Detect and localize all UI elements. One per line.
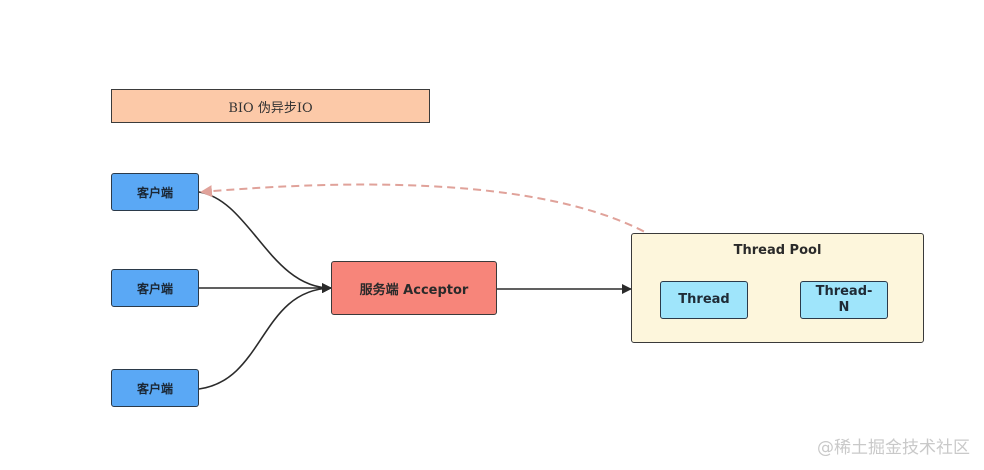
watermark: @稀土掘金技术社区 [817, 438, 970, 458]
server-acceptor-node: 服务端 Acceptor [331, 261, 497, 315]
arrow-thread-to-client-dashed [200, 183, 704, 282]
thread-pool-label: Thread Pool [733, 243, 822, 258]
client-node: 客户端 [111, 369, 199, 407]
arrow-client3-to-server [198, 283, 332, 390]
thread-node: Thread [660, 281, 748, 319]
diagram-title: BIO 伪异步IO [111, 89, 430, 123]
client-node: 客户端 [111, 269, 199, 307]
client-node: 客户端 [111, 173, 199, 211]
thread-n-node: Thread- N [800, 281, 888, 319]
arrow-client1-to-server [198, 191, 332, 293]
